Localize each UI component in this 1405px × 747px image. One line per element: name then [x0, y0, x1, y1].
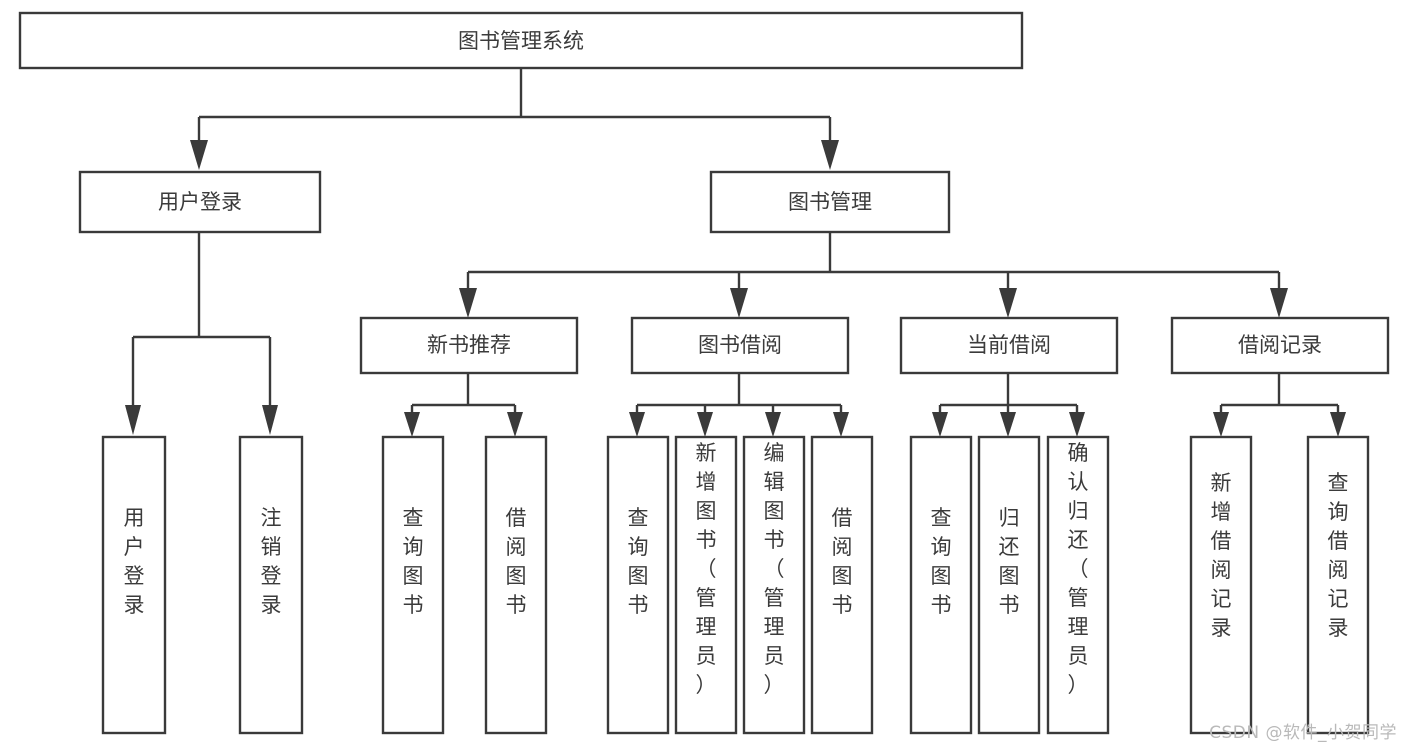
node-book-borrow[interactable]: 图书借阅	[630, 316, 850, 375]
node-leaf-borrow-book-1-label: 借阅图书	[506, 506, 527, 617]
arrow-to-leaf-user-login	[125, 405, 141, 435]
node-new-book-recommend-label: 新书推荐	[427, 333, 511, 357]
arrow-to-current-borrow	[999, 288, 1017, 318]
node-leaf-borrow-book-2-box[interactable]	[810, 435, 874, 735]
node-book-borrow-box[interactable]	[630, 316, 850, 375]
node-new-book-recommend[interactable]: 新书推荐	[359, 316, 579, 375]
node-leaf-add-record[interactable]: 新增借阅记录	[1189, 435, 1253, 735]
node-leaf-query-record-box[interactable]	[1306, 435, 1370, 735]
arrow-to-leaf-return-book	[1000, 412, 1016, 437]
arrow-root-to-book-manage	[821, 140, 839, 170]
node-leaf-query-book-2[interactable]: 查询图书	[606, 435, 670, 735]
node-leaf-user-login[interactable]: 用户登录	[101, 435, 167, 735]
node-new-book-recommend-box[interactable]	[359, 316, 579, 375]
arrow-to-leaf-confirm-return	[1069, 412, 1085, 437]
node-leaf-query-book-3-box[interactable]	[909, 435, 973, 735]
node-leaf-query-book-3[interactable]: 查询图书	[909, 435, 973, 735]
node-leaf-user-login-label: 用户登录	[124, 506, 145, 617]
node-leaf-query-book-1[interactable]: 查询图书	[381, 435, 445, 735]
node-leaf-confirm-return[interactable]: 确认归还（管理员）	[1046, 435, 1110, 735]
arrow-to-leaf-query-record	[1330, 412, 1346, 437]
node-leaf-edit-book[interactable]: 编辑图书（管理员）	[742, 435, 806, 735]
arrow-to-borrow-record	[1270, 288, 1288, 318]
node-book-manage-label: 图书管理	[788, 190, 872, 214]
node-leaf-confirm-return-label: 确认归还（管理员）	[1068, 441, 1089, 697]
node-leaf-query-book-1-box[interactable]	[381, 435, 445, 735]
arrow-to-leaf-borrow-book-2	[833, 412, 849, 437]
node-leaf-return-book-label: 归还图书	[999, 506, 1020, 617]
node-leaf-add-record-label: 新增借阅记录	[1211, 471, 1232, 640]
node-leaf-add-book[interactable]: 新增图书（管理员）	[674, 435, 738, 735]
csdn-watermark: CSDN @软件_小贺同学	[1209, 723, 1397, 743]
node-leaf-borrow-book-2[interactable]: 借阅图书	[810, 435, 874, 735]
node-leaf-return-book[interactable]: 归还图书	[977, 435, 1041, 735]
node-user-login-box[interactable]	[78, 170, 322, 234]
node-root-box[interactable]	[18, 11, 1024, 70]
node-leaf-borrow-book-1-box[interactable]	[484, 435, 548, 735]
node-book-manage-box[interactable]	[709, 170, 951, 234]
node-leaf-query-book-2-box[interactable]	[606, 435, 670, 735]
node-leaf-add-book-box[interactable]	[674, 435, 738, 735]
node-current-borrow[interactable]: 当前借阅	[899, 316, 1119, 375]
arrow-root-to-user-login	[190, 140, 208, 170]
arrow-to-leaf-add-book	[697, 412, 713, 437]
node-leaf-query-book-2-label: 查询图书	[628, 506, 649, 617]
arrow-to-leaf-logout	[262, 405, 278, 435]
arrow-to-leaf-borrow-book-1	[507, 412, 523, 437]
node-current-borrow-box[interactable]	[899, 316, 1119, 375]
arrow-to-leaf-edit-book	[765, 412, 781, 437]
node-leaf-return-book-box[interactable]	[977, 435, 1041, 735]
arrow-to-new-book-recommend	[459, 288, 477, 318]
node-book-manage[interactable]: 图书管理	[709, 170, 951, 234]
arrow-to-leaf-add-record	[1213, 412, 1229, 437]
node-root[interactable]: 图书管理系统	[18, 11, 1024, 70]
node-user-login[interactable]: 用户登录	[78, 170, 322, 234]
arrow-to-leaf-query-book-1	[404, 412, 420, 437]
node-leaf-logout[interactable]: 注销登录	[238, 435, 304, 735]
node-leaf-edit-book-box[interactable]	[742, 435, 806, 735]
node-root-label: 图书管理系统	[458, 29, 584, 53]
node-leaf-query-record-label: 查询借阅记录	[1328, 471, 1349, 640]
node-leaf-confirm-return-box[interactable]	[1046, 435, 1110, 735]
node-leaf-add-book-label: 新增图书（管理员）	[696, 441, 717, 697]
arrow-to-book-borrow	[730, 288, 748, 318]
node-borrow-record[interactable]: 借阅记录	[1170, 316, 1390, 375]
arrow-to-leaf-query-book-2	[629, 412, 645, 437]
node-leaf-borrow-book-2-label: 借阅图书	[832, 506, 853, 617]
node-borrow-record-box[interactable]	[1170, 316, 1390, 375]
node-leaf-borrow-book-1[interactable]: 借阅图书	[484, 435, 548, 735]
node-leaf-query-book-1-label: 查询图书	[403, 506, 424, 617]
node-leaf-query-record[interactable]: 查询借阅记录	[1306, 435, 1370, 735]
node-user-login-label: 用户登录	[158, 190, 242, 214]
node-leaf-edit-book-label: 编辑图书（管理员）	[764, 441, 785, 697]
node-book-borrow-label: 图书借阅	[698, 333, 782, 357]
arrow-to-leaf-query-book-3	[932, 412, 948, 437]
connectors-layer	[125, 68, 1346, 437]
node-leaf-user-login-box[interactable]	[101, 435, 167, 735]
node-leaf-query-book-3-label: 查询图书	[931, 506, 952, 617]
node-current-borrow-label: 当前借阅	[967, 333, 1051, 357]
node-leaf-logout-label: 注销登录	[261, 506, 282, 617]
node-borrow-record-label: 借阅记录	[1238, 333, 1322, 357]
node-leaf-logout-box[interactable]	[238, 435, 304, 735]
node-leaf-add-record-box[interactable]	[1189, 435, 1253, 735]
